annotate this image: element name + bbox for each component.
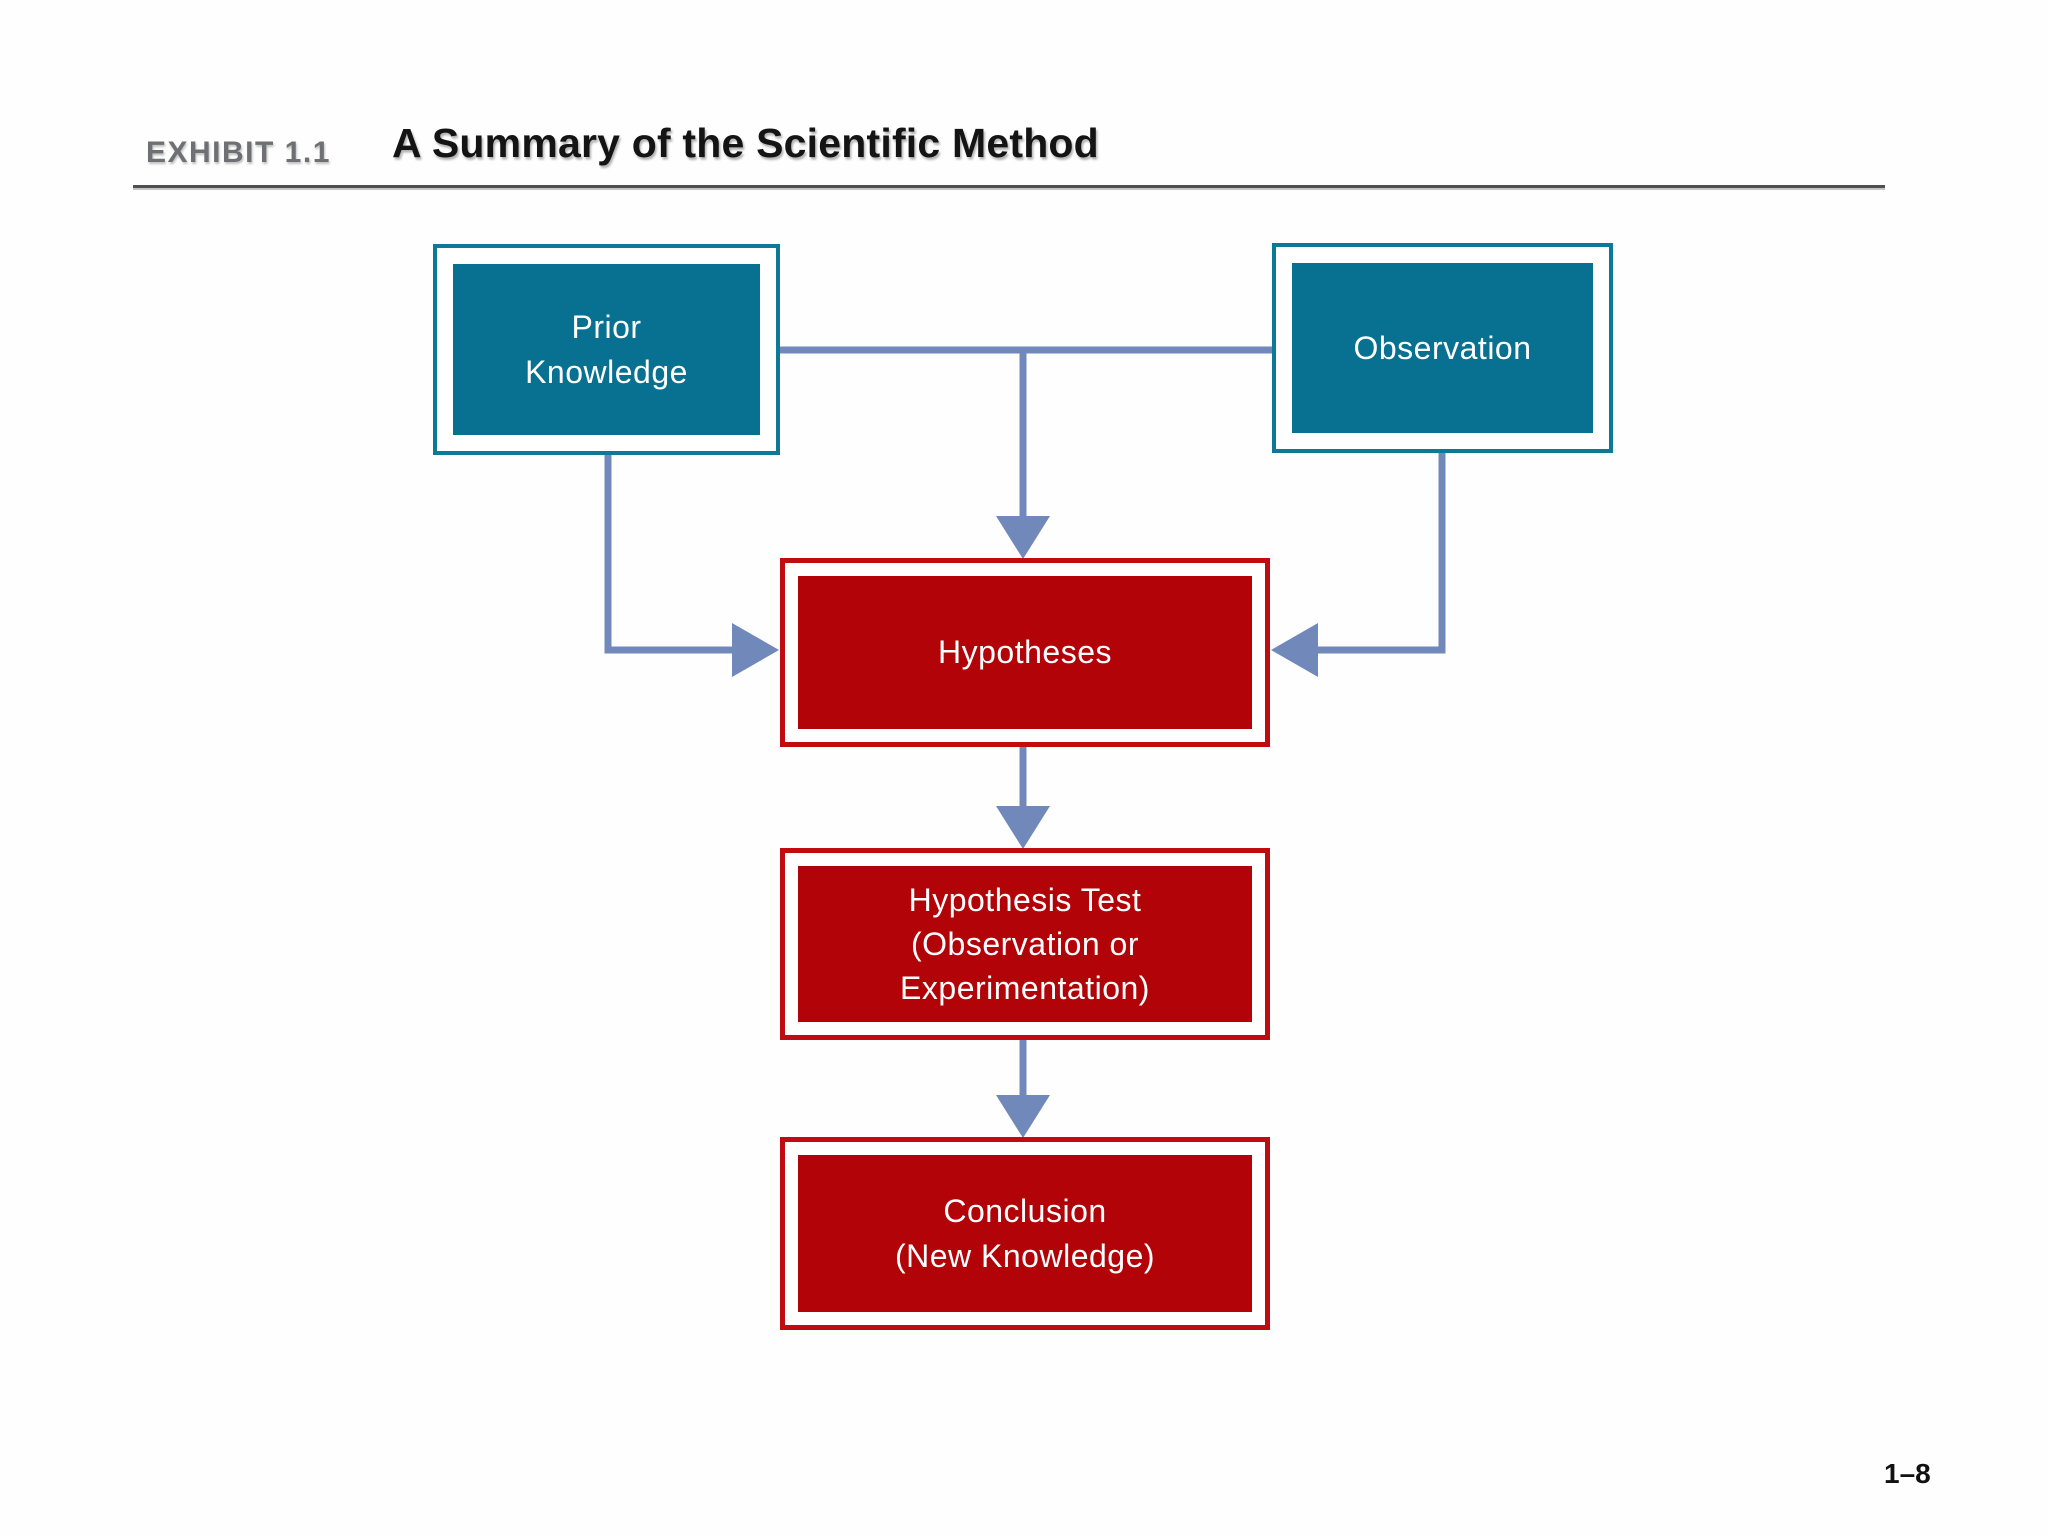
node-hypotheses: Hypotheses [780,558,1270,747]
node-hypothesis-test-label: Hypothesis Test (Observation or Experime… [798,866,1252,1022]
arrowhead-down-hypotheses [996,516,1050,559]
node-prior-knowledge-label: Prior Knowledge [453,264,760,435]
title-underline [133,185,1885,188]
arrowhead-down-conclusion [996,1095,1050,1138]
node-hypothesis-test: Hypothesis Test (Observation or Experime… [780,848,1270,1040]
arrowhead-left-hypotheses [1271,623,1318,677]
exhibit-label: EXHIBIT 1.1 [146,136,331,169]
arrowhead-right-hypotheses [732,623,779,677]
node-observation-label: Observation [1292,263,1593,433]
node-hypotheses-label: Hypotheses [798,576,1252,729]
arrowhead-down-test [996,806,1050,849]
node-observation: Observation [1272,243,1613,453]
node-conclusion-label: Conclusion (New Knowledge) [798,1155,1252,1312]
page-number: 1–8 [1884,1458,1931,1489]
node-conclusion: Conclusion (New Knowledge) [780,1137,1270,1330]
node-prior-knowledge: Prior Knowledge [433,244,780,455]
connector-observation-to-hypotheses [1316,453,1446,654]
connector-prior-to-hypotheses [604,455,734,654]
page-title: A Summary of the Scientific Method [392,120,1099,166]
